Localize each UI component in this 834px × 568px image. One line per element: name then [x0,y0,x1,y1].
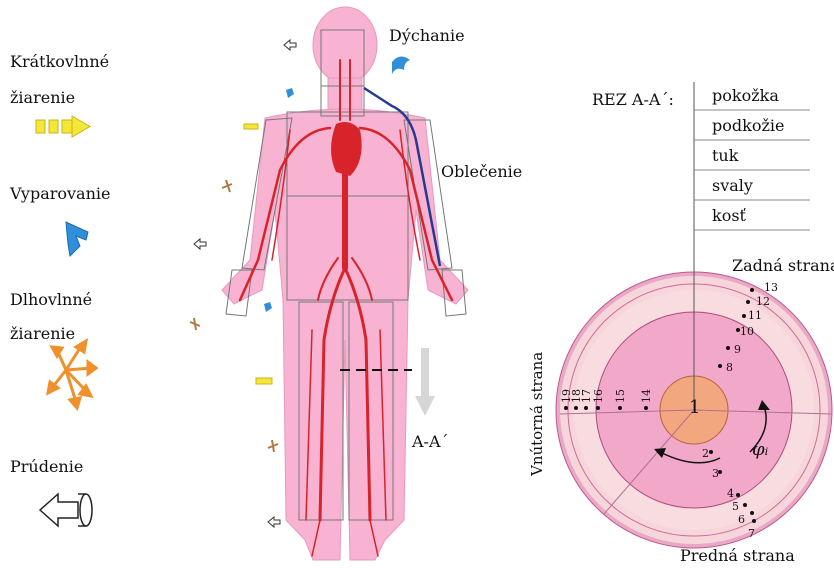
layer-fat: tuk [712,146,738,166]
node-2: 2 [702,448,709,460]
core-label: 1 [689,398,700,418]
node-5: 5 [732,501,739,513]
node-6: 6 [738,514,745,526]
layer-bone: kosť [712,206,746,226]
node-9: 9 [734,344,741,356]
clothing-label: Oblečenie [441,162,522,182]
node-8: 8 [726,362,733,374]
node-10: 10 [740,326,754,338]
cross-section [556,82,832,548]
node-13: 13 [764,282,778,294]
node-12: 12 [756,296,770,308]
layer-subcutis: podkožie [712,116,784,136]
section-title: REZ A-A´: [592,90,674,110]
breathing-label: Dýchanie [389,26,465,46]
section-label: A-A´ [412,432,449,452]
node-16: 16 [593,389,605,403]
breathing-icon [392,56,410,74]
blue-arrow-icon [66,222,88,256]
white-arrow-icon [40,494,92,526]
node-4: 4 [727,488,734,500]
front-side-label: Predná strana [680,546,795,566]
layer-muscle: svaly [712,176,753,196]
yellow-arrow-icon [36,116,90,137]
node-14: 14 [641,389,653,403]
inner-side-label: Vnútorná strana [528,352,546,476]
node-3: 3 [712,468,719,480]
node-7: 7 [748,528,755,540]
phi-label: φᵢ [752,440,768,460]
node-19: 19 [561,389,573,403]
layer-skin: pokožka [712,86,779,106]
node-15: 15 [615,389,627,403]
human-body [222,7,468,560]
orange-rays-icon [48,341,96,408]
node-11: 11 [748,310,762,322]
back-side-label: Zadná strana [732,256,834,276]
